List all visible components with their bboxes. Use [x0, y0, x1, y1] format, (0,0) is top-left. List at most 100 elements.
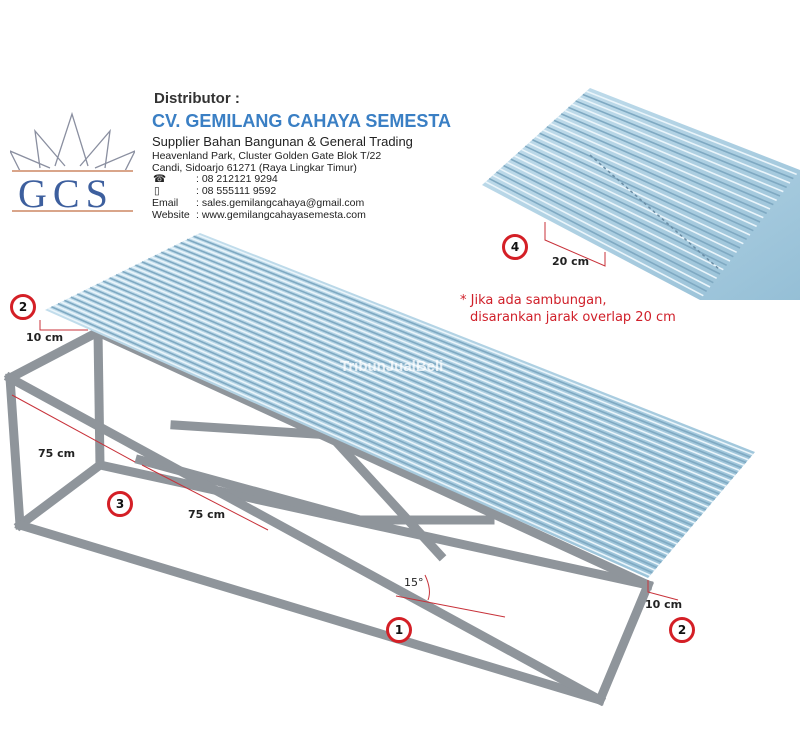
corrugation-ridge [128, 267, 707, 511]
corrugation-ridge [586, 90, 797, 176]
corrugation-ridge [60, 301, 660, 566]
corrugation-ridge [506, 161, 724, 271]
corrugation-ridge [173, 245, 738, 474]
phone-number: : 08 212121 9294 [196, 173, 278, 185]
corrugation-ridge [564, 109, 777, 202]
corrugation-ridge [485, 181, 704, 297]
company-logo [10, 106, 135, 216]
corrugation-ridge [93, 285, 682, 540]
address-line-2: Candi, Sidoarjo 61271 (Raya Lingkar Timu… [152, 162, 357, 174]
corrugation-ridge [528, 142, 744, 245]
dim-angle: 15° [404, 576, 424, 589]
corrugation-ridge [510, 158, 728, 267]
corrugation-ridge [106, 278, 691, 529]
website-label: Website [152, 209, 190, 221]
corrugation-ridge [546, 126, 761, 223]
corrugation-ridge [499, 168, 718, 280]
marker-3: 3 [107, 491, 133, 517]
corrugation-ridge [73, 294, 669, 556]
dim-overlap: 20 cm [552, 255, 590, 268]
marker-2-right: 2 [669, 617, 695, 643]
corrugation-ridge [550, 122, 764, 219]
logo-starburst [10, 111, 135, 212]
corrugation-ridge [167, 248, 734, 479]
corrugation-ridge [86, 288, 678, 545]
corrugation-ridge [496, 171, 714, 284]
corrugation-ridge [83, 290, 676, 548]
corrugation-ridge [138, 262, 713, 503]
dimension-lines [11, 222, 679, 618]
corrugation-ridge [109, 277, 693, 527]
corrugation-ridge [553, 119, 767, 215]
marker-4: 4 [502, 234, 528, 260]
corrugation-ridge [186, 238, 747, 464]
corrugation-ridge [177, 243, 740, 472]
dim-spacing-b: 75 cm [188, 508, 226, 521]
corrugation-ridge [141, 261, 716, 500]
corrugation-ridge [160, 251, 729, 485]
corrugation-ridge [148, 257, 720, 495]
corrugation-ridge [80, 291, 673, 550]
corrugation-ridge [122, 270, 702, 516]
distributor-label: Distributor : [154, 90, 240, 107]
corrugation-ridge [112, 275, 696, 524]
phone-icon: ☎ [153, 173, 167, 185]
note-line-1: * Jika ada sambungan, [460, 293, 607, 308]
email-label: Email [152, 197, 179, 209]
marker-2-left: 2 [10, 294, 36, 320]
corrugation-ridge [535, 135, 751, 236]
corrugation-ridge [180, 241, 742, 469]
overlap-note: * Jika ada sambungan, disarankan jarak o… [460, 292, 676, 326]
address-line-1: Heavenland Park, Cluster Golden Gate Blo… [152, 150, 382, 162]
logo-text: GCS [18, 171, 114, 216]
corrugation-ridge [67, 298, 664, 561]
corrugation-ridge [193, 235, 751, 458]
mobile-icon: ▯ [154, 185, 160, 197]
corrugation-ridge [99, 281, 687, 535]
corrugation-ridge [157, 253, 727, 487]
overlap-seam [589, 154, 721, 271]
corrugation-ridge [164, 249, 731, 482]
corrugation-ridge [514, 155, 731, 262]
corrugation-ridge [196, 233, 754, 456]
company-name: CV. GEMILANG CAHAYA SEMESTA [152, 111, 452, 131]
corrugation-ridge [488, 177, 708, 293]
corrugation-ridge [190, 237, 749, 461]
marker-1: 1 [386, 617, 412, 643]
inset-corrugation [485, 90, 797, 297]
corrugation-ridge [154, 254, 725, 490]
dim-overhang-left: 10 cm [26, 331, 64, 344]
email-value: : sales.gemilangcahaya@gmail.com [196, 197, 365, 209]
corrugation-ridge [183, 240, 745, 466]
dim-overhang-right: 10 cm [645, 598, 683, 611]
corrugation-ridge [102, 280, 689, 532]
corrugation-ridge [578, 96, 791, 184]
corrugation-ridge [560, 113, 774, 206]
corrugation-ridge [115, 273, 698, 521]
corrugation-ridge [51, 306, 653, 574]
corrugation-ridge [131, 265, 709, 508]
corrugation-ridge [503, 164, 721, 275]
corrugation-ridge [539, 132, 754, 232]
corrugation-ridge [151, 256, 722, 493]
mobile-number: : 08 555111 9592 [196, 185, 277, 197]
corrugation-ridge [575, 100, 787, 189]
roof-corrugation [47, 233, 754, 577]
corrugation-ridge [89, 286, 680, 542]
corrugation-ridge [170, 246, 736, 477]
corrugation-ridge [557, 116, 771, 210]
watermark: TribunJualBeli [340, 358, 444, 375]
corrugation-ridge [70, 296, 667, 558]
corrugation-ridge [144, 259, 718, 498]
dim-spacing-a: 75 cm [38, 447, 76, 460]
corrugation-ridge [57, 302, 658, 569]
corrugation-ridge [542, 129, 757, 228]
steel-frame [3, 325, 654, 707]
corrugation-ridge [568, 106, 781, 197]
corrugation-ridge [517, 151, 734, 258]
corrugation-ridge [582, 93, 794, 180]
corrugation-ridge [125, 269, 705, 514]
corrugation-ridge [571, 103, 784, 193]
